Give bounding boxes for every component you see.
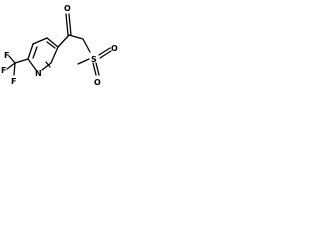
bond-s-o2-a <box>92 62 97 76</box>
bond-carbonyl-o-a <box>65 13 69 36</box>
atom-f1: F <box>4 51 9 60</box>
bond-ring-c3-c2 <box>27 43 34 60</box>
atom-carbonyl-o: O <box>64 4 71 13</box>
bond-cf3-ring <box>14 58 29 64</box>
bond-ring-c2-n <box>27 58 37 71</box>
atom-f2: F <box>1 66 6 75</box>
bond-s-o1-b <box>99 50 112 59</box>
atom-s: S <box>91 55 97 64</box>
bond-ring-carbonyl <box>57 34 70 48</box>
bond-carbonyl-o-b <box>68 13 72 36</box>
atom-ring-n: N <box>35 69 42 78</box>
bond-carbonyl-ch2 <box>68 34 84 40</box>
bond-f1-cf3 <box>8 55 16 64</box>
bond-ring-n-c6 <box>41 62 52 71</box>
bond-ring-double-2 <box>46 41 56 49</box>
bond-ring-c6-c5 <box>50 46 59 64</box>
chemical-structure: F F F N O S O O <box>1 4 118 87</box>
bond-s-o2-b <box>95 62 100 76</box>
bond-ring-double-1 <box>32 46 38 59</box>
bond-ring-double-3 <box>45 61 51 68</box>
bond-f3-cf3 <box>13 62 16 76</box>
atom-sulfonyl-o1: O <box>111 44 118 53</box>
atom-sulfonyl-o2: O <box>94 78 101 87</box>
bond-ring-c5-c4 <box>46 37 59 48</box>
bond-s-methyl <box>77 58 90 65</box>
bond-f2-cf3 <box>6 62 16 70</box>
bond-ch2-s <box>82 38 91 53</box>
bond-ring-c4-c3 <box>32 37 48 45</box>
atom-f3: F <box>11 77 16 86</box>
bond-s-o1-a <box>98 47 111 56</box>
